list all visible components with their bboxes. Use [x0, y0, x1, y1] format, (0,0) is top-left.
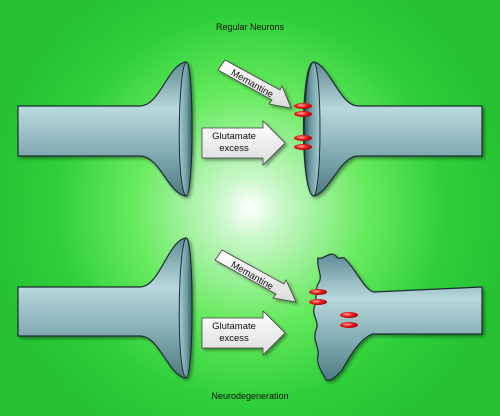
top-memantine-arrow: Memantine [217, 59, 292, 109]
top-glutamate-label-line1: Glutamate [212, 131, 256, 142]
bottom-memantine-arrow: Memantine [214, 249, 297, 303]
top-title: Regular Neurons [215, 22, 285, 32]
receptor [294, 144, 312, 150]
bottom-glutamate-arrow: Glutamate excess [201, 310, 286, 356]
bottom-glutamate-label-line2: excess [219, 333, 249, 344]
receptor [340, 322, 358, 328]
top-presynaptic-neuron [17, 61, 193, 197]
top-glutamate-label-line2: excess [219, 143, 249, 154]
bottom-receptors [309, 289, 358, 328]
receptor [309, 289, 327, 295]
bottom-presynaptic-neuron [17, 237, 193, 379]
receptor [309, 299, 327, 305]
top-glutamate-arrow: Glutamate excess [201, 120, 286, 166]
top-receptors [294, 103, 312, 150]
receptor [294, 111, 312, 117]
receptor [340, 312, 358, 318]
top-postsynaptic-neuron [302, 61, 483, 197]
receptor [294, 135, 312, 141]
bottom-title: Neurodegeneration [211, 391, 289, 401]
receptor [294, 103, 312, 109]
bottom-postsynaptic-neuron-degenerated [313, 253, 483, 381]
bottom-glutamate-label-line1: Glutamate [212, 321, 256, 332]
